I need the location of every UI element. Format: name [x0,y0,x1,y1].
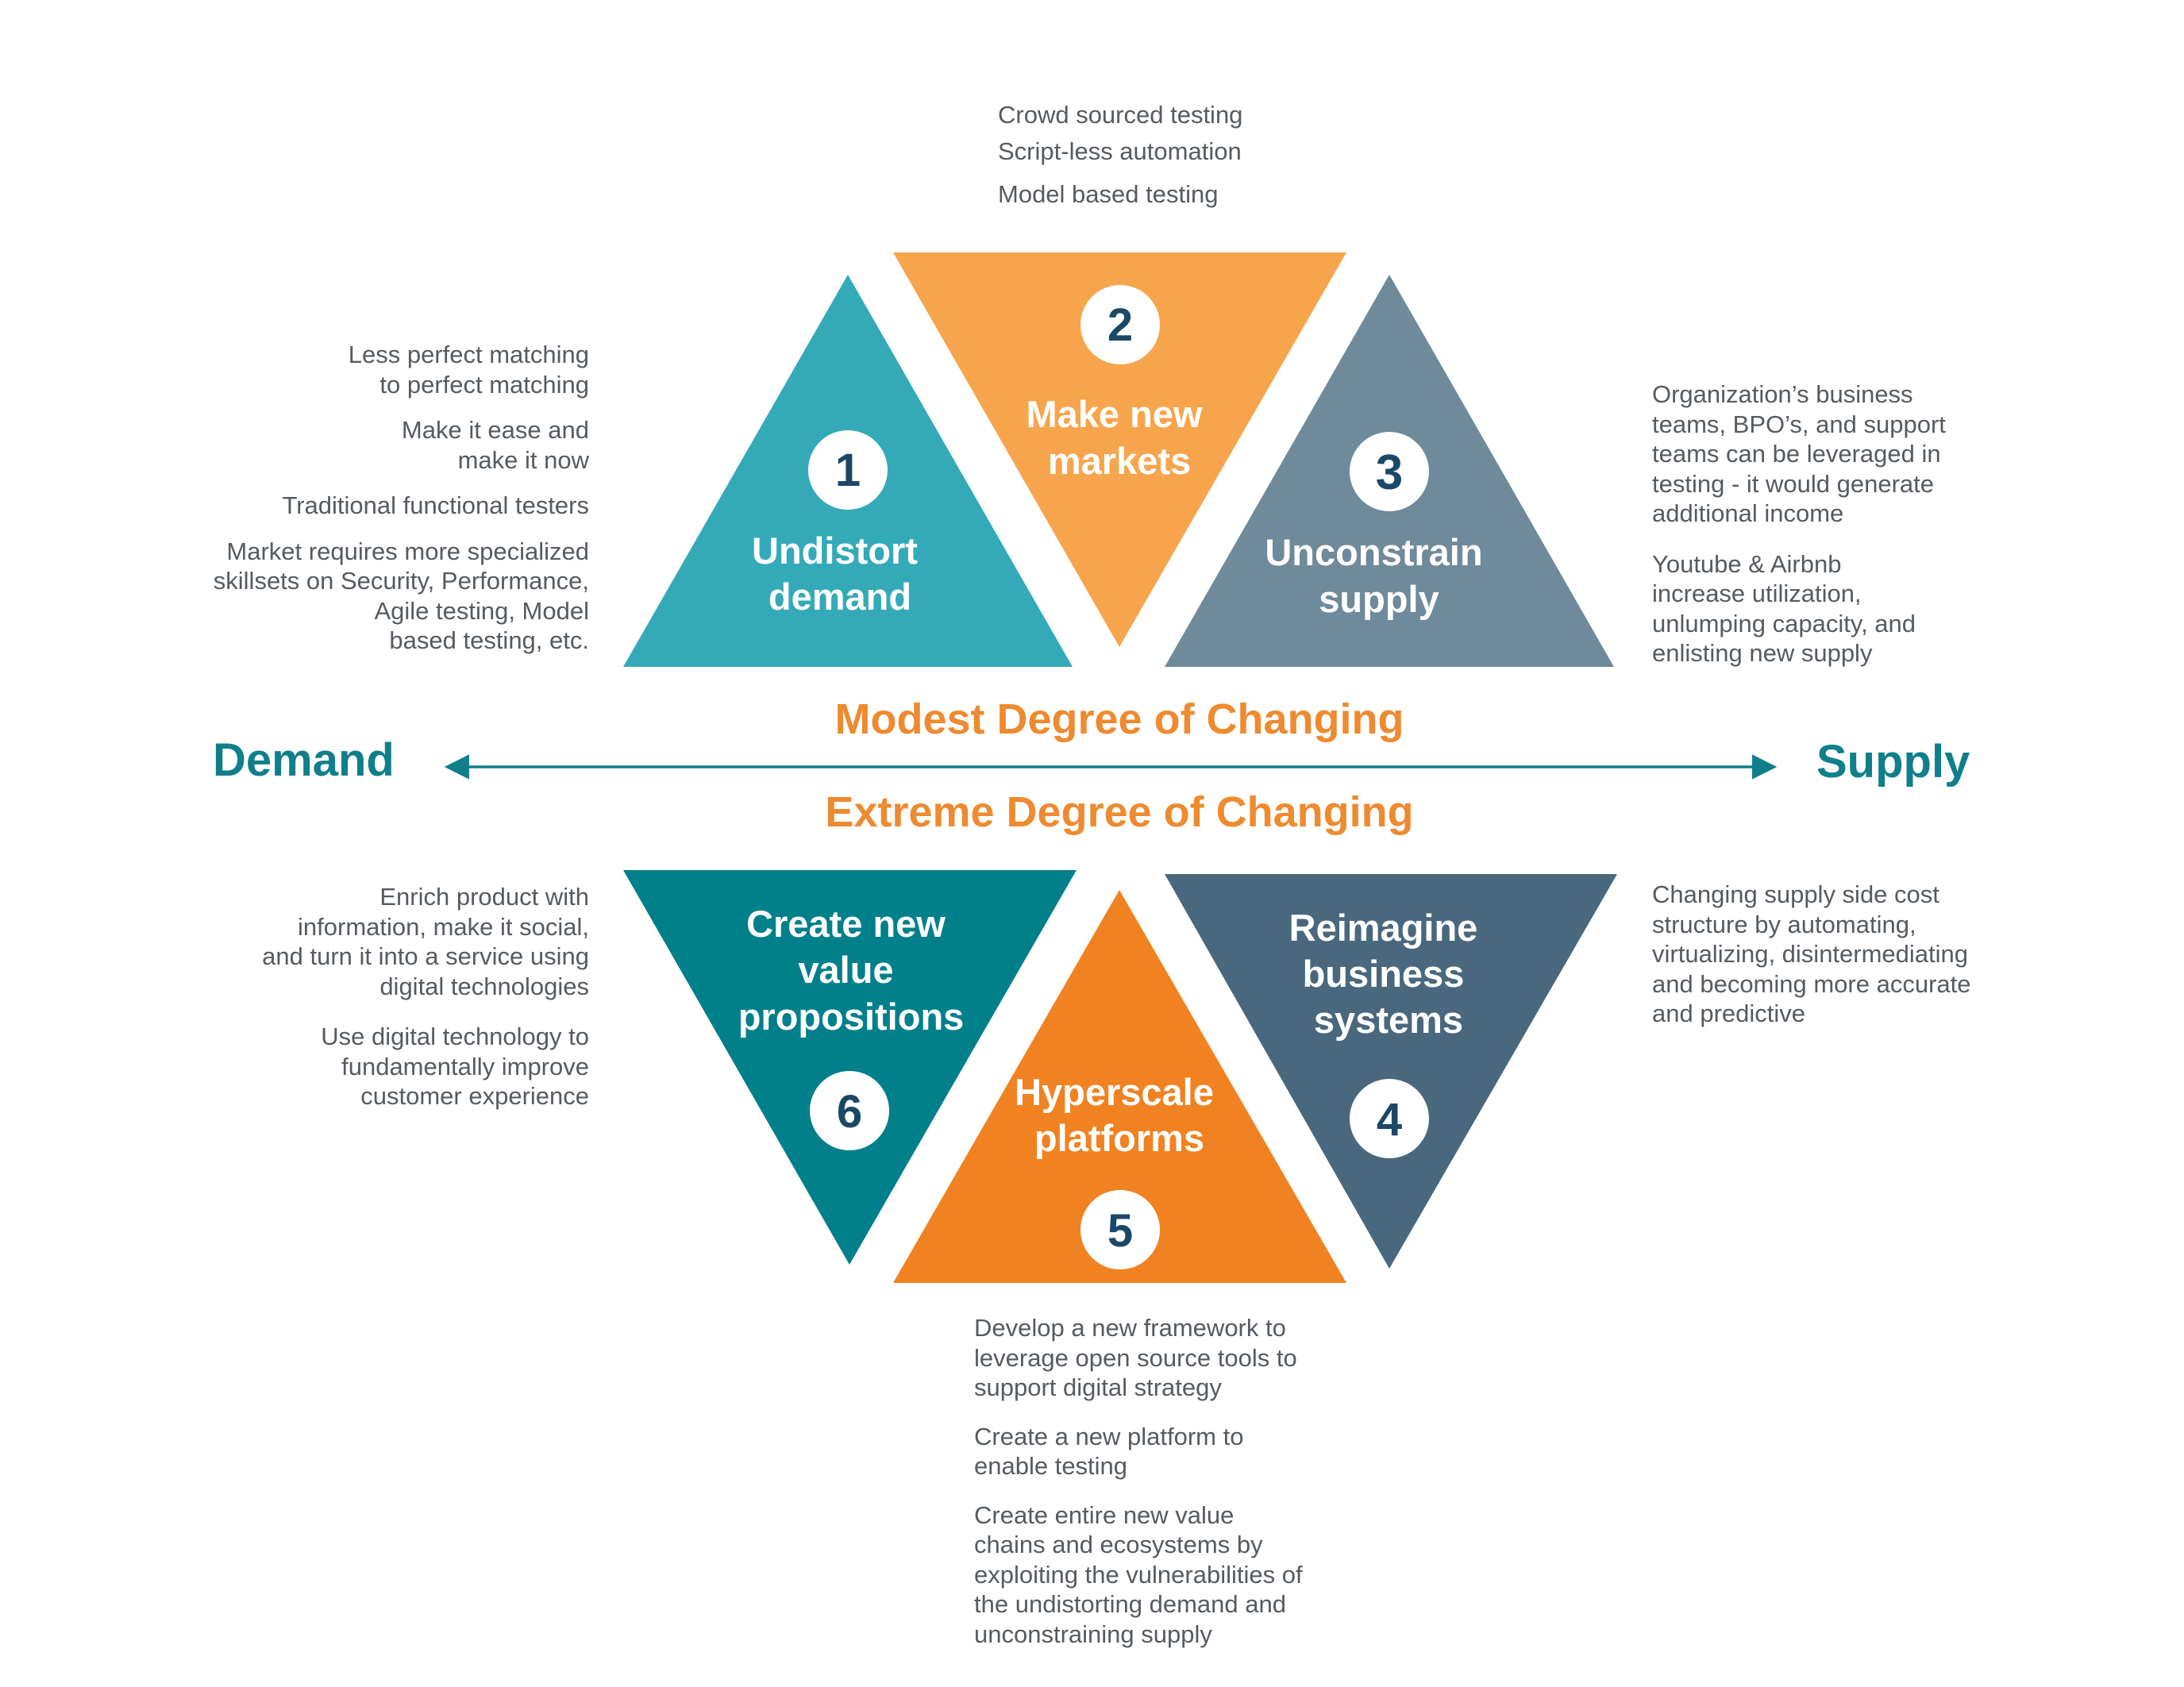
note-line: Traditional functional testers [282,491,589,519]
note-gap [214,521,589,537]
note-line: unlumping capacity, and [1652,609,1916,637]
segment-6-title-line: Create new [746,903,946,945]
segment-1-title: Undistort demand [752,530,928,618]
note-line: Market requires more specialized [226,537,589,565]
note-line: increase utilization, [1652,580,1862,607]
note-gap [1652,529,1946,549]
note-line: leverage open source tools to [974,1343,1297,1372]
segment-2-title: Make new markets [1026,393,1212,482]
segment-2-title-line: Make new [1026,393,1202,435]
modest-degree-label: Modest Degree of Changing [834,695,1404,743]
segment-6-number-badge: 6 [810,1071,889,1150]
note-line: testing - it would generate [1652,469,1934,498]
note-line: virtualizing, disintermediating [1652,940,1969,968]
note-line: Model based testing [998,180,1219,208]
segment-3-title-line: Unconstrain [1265,531,1482,573]
note-line: make it now [457,445,589,474]
segment-3-number: 3 [1376,445,1403,500]
segment-1-number: 1 [835,445,861,496]
segment-6-title: Create new value propositions [738,903,965,1038]
note-line: teams can be leveraged in [1652,440,1941,468]
segment-4-title-line: systems [1314,999,1463,1041]
segment-5-title: Hyperscale platforms [1015,1071,1224,1159]
note-line: Script-less automation [998,137,1242,165]
segment-4-title: Reimagine business systems [1289,907,1489,1041]
note-line: Create a new platform to [974,1422,1244,1450]
note-line: skillsets on Security, Performance, [213,567,589,595]
note-gap [262,1001,589,1022]
segment-1-title-line: Undistort [752,530,918,572]
note-gap [974,1403,1303,1422]
segment-6-title-line: value [798,949,893,991]
demand-label: Demand [213,734,395,786]
segment-2-number: 2 [1107,299,1133,351]
supply-label: Supply [1816,736,1970,788]
note-line: Develop a new framework to [974,1314,1286,1342]
note-line: Crowd sourced testing [998,101,1243,129]
segment-2-triangle [893,252,1346,647]
segment-5-number: 5 [1107,1205,1133,1257]
note-line: Changing supply side cost [1652,880,1939,908]
note-line: information, make it social, [298,912,589,941]
segment-3-title-line: supply [1319,578,1439,620]
note-line: support digital strategy [974,1373,1222,1401]
note-line: based testing, etc. [389,626,589,654]
segment-2-title-line: markets [1048,440,1191,482]
segment-5-title-line: platforms [1034,1117,1204,1159]
note-line: structure by automating, [1652,910,1916,938]
note-gap [998,170,1242,176]
segment-6-number: 6 [837,1086,862,1138]
note-line: and turn it into a service using [262,942,589,970]
note-line: Create entire new value [974,1500,1235,1529]
note-line: the undistorting demand and [974,1590,1286,1618]
segment-5-triangle [893,890,1346,1283]
note-line: Agile testing, Model [374,596,589,625]
note-line: Youtube & Airbnb [1652,549,1842,578]
note-line: teams, BPO’s, and support [1652,410,1946,438]
note-line: and becoming more accurate [1652,969,1971,998]
segment-4-title-line: Reimagine [1289,907,1478,949]
segment-3-number-badge: 3 [1350,432,1429,511]
note-line: enable testing [974,1452,1128,1480]
note-line: Enrich product with [379,883,589,911]
note-gap [974,1481,1303,1500]
segment-2-number-badge: 2 [1080,285,1160,364]
segment-1-number-badge: 1 [808,430,888,510]
note-gap [214,399,589,415]
note-line: exploiting the vulnerabilities of [974,1560,1303,1589]
note-line: additional income [1652,499,1844,527]
note-line: enlisting new supply [1652,639,1873,667]
note-line: Make it ease and [401,416,589,444]
note-gap [214,475,589,491]
note-line: Less perfect matching [348,341,589,368]
note-line: Organization’s business [1652,380,1913,408]
segment-4-number: 4 [1377,1094,1402,1146]
note-line: Use digital technology to [321,1023,589,1050]
note-line: digital technologies [379,972,589,1000]
segment-4-triangle [1165,874,1617,1269]
note-line: chains and ecosystems by [974,1531,1263,1558]
note-line: to perfect matching [379,370,589,399]
note-line: and predictive [1652,999,1806,1027]
segment-6-title-line: propositions [738,996,965,1038]
segment-3-title: Unconstrain supply [1265,531,1493,620]
segment-1-title-line: demand [768,576,911,618]
segment-5-title-line: Hyperscale [1015,1071,1214,1113]
segment-5-number-badge: 5 [1080,1190,1160,1269]
segment-4-number-badge: 4 [1350,1079,1429,1158]
note-line: customer experience [360,1082,589,1110]
extreme-degree-label: Extreme Degree of Changing [825,788,1414,836]
note-line: unconstraining supply [974,1620,1212,1648]
segment-4-title-line: business [1303,953,1465,995]
segment-6-triangle [623,870,1077,1265]
note-line: fundamentally improve [341,1052,589,1080]
